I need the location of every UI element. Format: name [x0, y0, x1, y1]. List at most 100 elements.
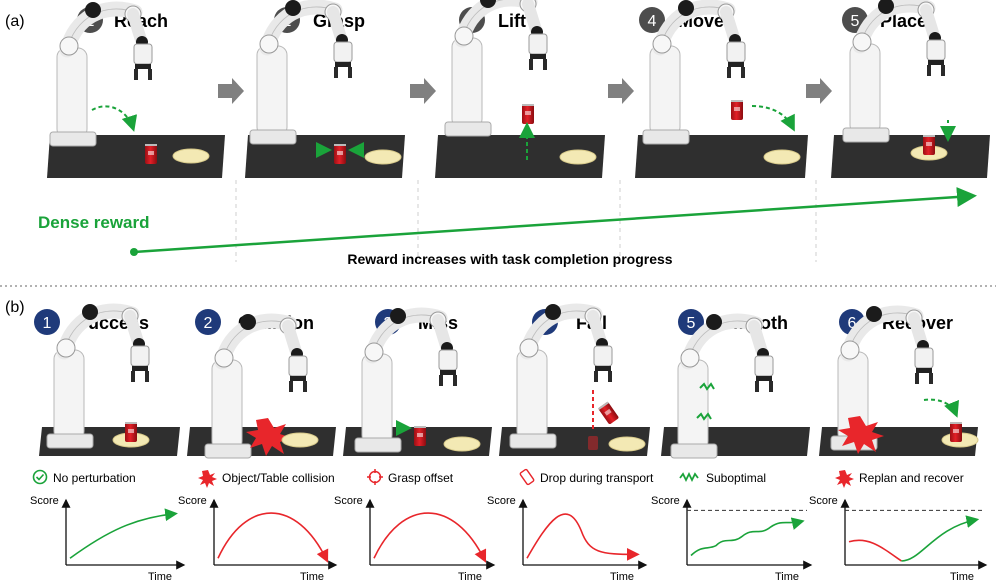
- plate: [608, 436, 646, 452]
- score-curve: [373, 512, 487, 563]
- table: [831, 135, 990, 178]
- dense-reward-label: Dense reward: [38, 213, 150, 232]
- step-arrow: [218, 78, 244, 104]
- dense-reward-arrow: [133, 187, 977, 254]
- check-icon: [32, 469, 48, 485]
- jitter-mark: [696, 412, 712, 421]
- panel-a-guides: [235, 180, 817, 262]
- x-axis-label: Time: [775, 571, 799, 583]
- plate: [443, 436, 481, 452]
- legend-drop: Drop during transport: [519, 468, 654, 486]
- collision-burst: [838, 416, 884, 454]
- plate: [559, 149, 597, 165]
- soda-can: [522, 104, 534, 124]
- burst-icon: [198, 470, 217, 488]
- legend-text: Grasp offset: [388, 471, 454, 485]
- legend-text: Replan and recover: [859, 471, 964, 485]
- scene-collision: [187, 314, 336, 458]
- legend-row: No perturbation Object/Table collision G…: [32, 468, 964, 488]
- legend-text: Object/Table collision: [222, 471, 335, 485]
- dropped-can-ghost: [588, 436, 598, 450]
- scene-miss: [343, 308, 492, 456]
- collision-burst: [246, 418, 292, 456]
- panel-b-label: (b): [5, 299, 25, 316]
- plate: [281, 432, 319, 448]
- y-axis-label: Score: [651, 495, 680, 507]
- legend-text: Drop during transport: [540, 471, 654, 485]
- step-title: Lift: [498, 11, 526, 31]
- case-badge-num: 2: [204, 315, 213, 332]
- x-axis-label: Time: [950, 571, 974, 583]
- step-badge-num: 4: [648, 13, 657, 30]
- score-plots: ScoreTimeScoreTimeScoreTimeScoreTimeScor…: [30, 495, 988, 583]
- scene-recover: [819, 306, 979, 456]
- step-badge-4: [639, 7, 665, 33]
- scene-grasp: [245, 0, 405, 178]
- x-axis-label: Time: [300, 571, 324, 583]
- check-mark: [35, 473, 45, 481]
- wave-icon: [679, 471, 699, 483]
- y-axis-label: Score: [178, 495, 207, 507]
- score-curve: [69, 508, 178, 559]
- robot-arm: [250, 0, 352, 144]
- robot-arm: [510, 304, 612, 448]
- plate: [172, 148, 210, 164]
- legend-grasp-offset: Grasp offset: [367, 469, 454, 485]
- reward-caption: Reward increases with task completion pr…: [347, 251, 672, 267]
- table: [635, 135, 808, 178]
- drop-icon: [519, 468, 535, 486]
- legend-text: No perturbation: [53, 471, 136, 485]
- legend-no-perturbation: No perturbation: [32, 469, 136, 485]
- legend-suboptimal: Suboptimal: [679, 471, 766, 485]
- step-arrow: [806, 78, 832, 104]
- step-arrow: [410, 78, 436, 104]
- case-badge-1: [34, 309, 60, 335]
- case-badge-num: 5: [687, 315, 696, 332]
- case-badge-num: 1: [43, 315, 52, 332]
- scene-lift: [435, 0, 605, 178]
- replan-arrow: [923, 398, 959, 418]
- soda-can: [731, 100, 743, 120]
- plate: [763, 149, 801, 165]
- table: [435, 135, 605, 178]
- score-curve: [901, 515, 980, 562]
- falling-can: [597, 401, 620, 425]
- soda-can: [414, 426, 426, 446]
- move-arrow: [751, 105, 795, 132]
- scene-place: [831, 0, 990, 178]
- y-axis-label: Score: [487, 495, 516, 507]
- score-curve: [217, 512, 329, 563]
- case-badge-2: [195, 309, 221, 335]
- legend-replan: Replan and recover: [835, 470, 964, 488]
- soda-can: [145, 144, 157, 164]
- step-badge-num: 5: [851, 13, 860, 30]
- x-axis-label: Time: [458, 571, 482, 583]
- burst-icon: [835, 470, 854, 488]
- scene-smooth: [661, 314, 810, 458]
- soda-can: [950, 422, 962, 442]
- y-axis-label: Score: [809, 495, 838, 507]
- score-curve-drop: [848, 539, 902, 562]
- step-arrows: [218, 78, 832, 104]
- x-axis-label: Time: [148, 571, 172, 583]
- scene-fall: [499, 304, 650, 456]
- score-curve: [526, 513, 640, 561]
- scene-move: [635, 0, 808, 178]
- legend-text: Suboptimal: [706, 471, 766, 485]
- motion-arrow: [91, 105, 138, 132]
- dense-reward-start: [130, 248, 138, 256]
- panel-a-label: (a): [5, 13, 25, 30]
- case-badge-num: 6: [848, 315, 857, 332]
- legend-collision: Object/Table collision: [198, 470, 335, 488]
- scene-reach: [47, 2, 225, 178]
- scene-success: [39, 304, 180, 456]
- soda-can: [334, 144, 346, 164]
- step-arrow: [608, 78, 634, 104]
- jitter-mark: [699, 382, 715, 391]
- soda-can: [923, 135, 935, 155]
